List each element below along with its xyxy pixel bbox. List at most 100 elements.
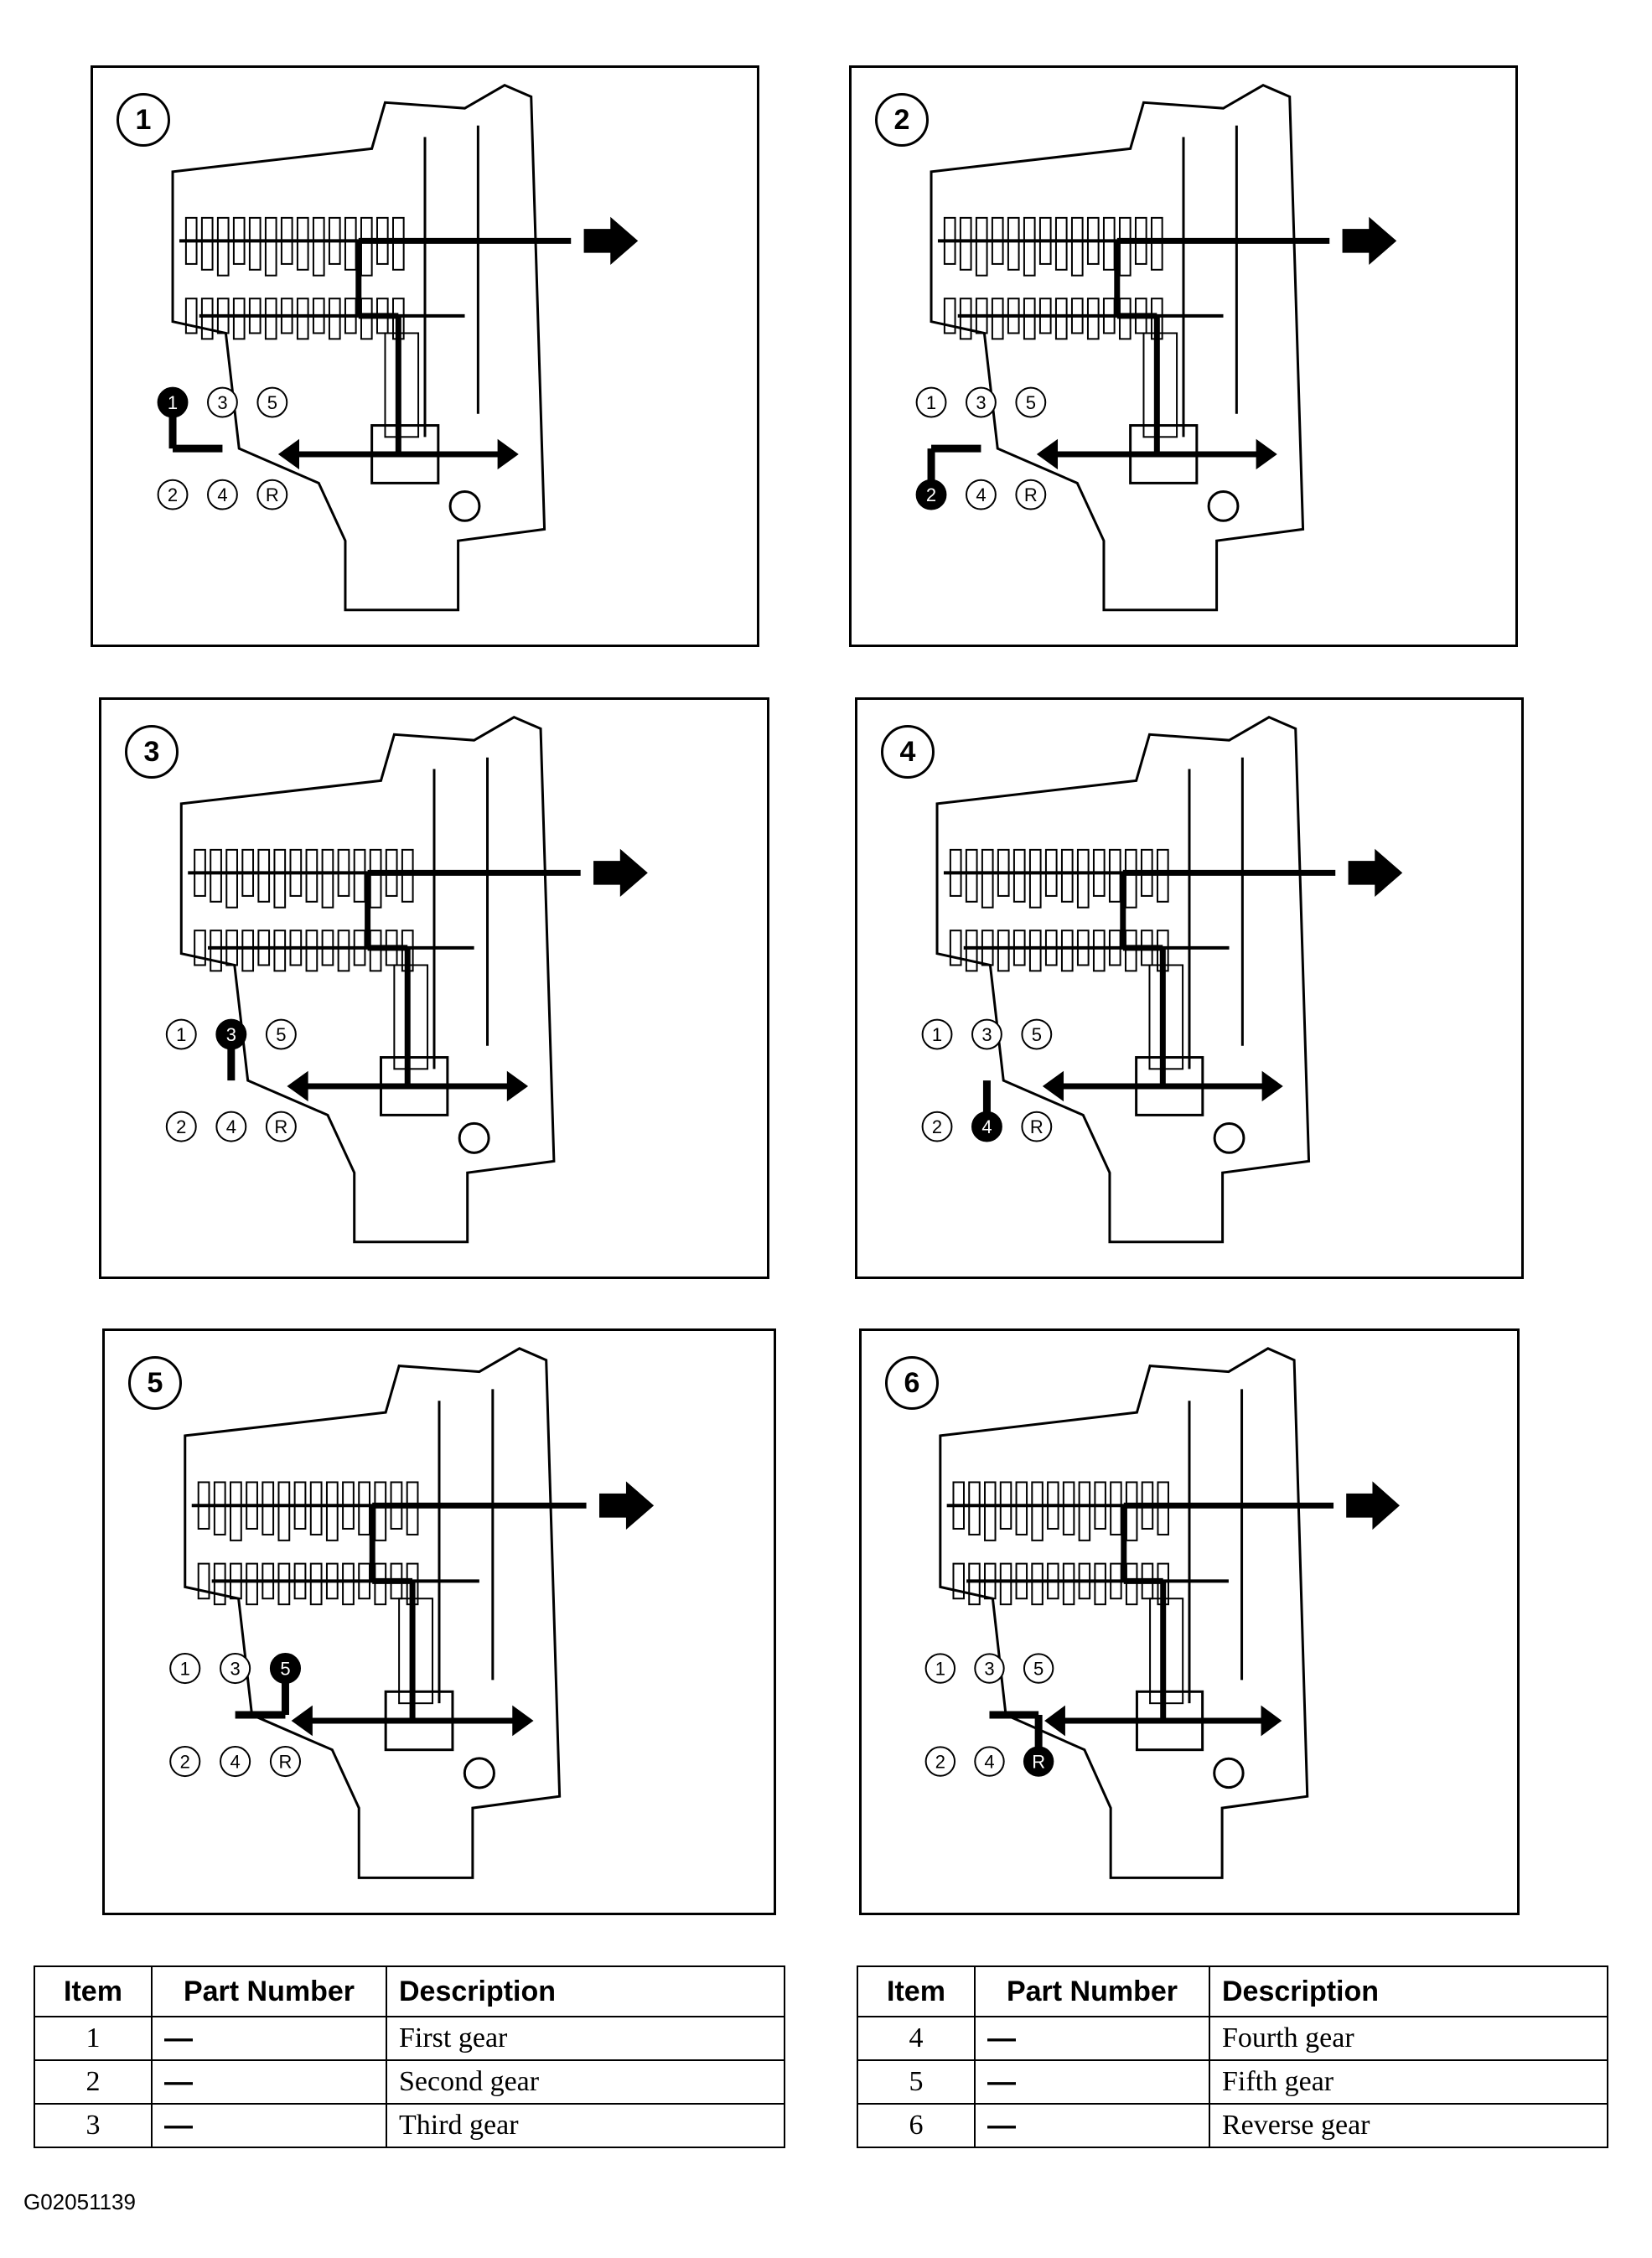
gear-tooth [305, 930, 318, 972]
gear-position-label: R [274, 1116, 287, 1137]
gear-cluster [197, 1481, 419, 1606]
panel-number-badge: 5 [128, 1356, 182, 1410]
gear-tooth [210, 930, 222, 972]
gear-position-label: 5 [276, 1024, 286, 1045]
gear-tooth [952, 1562, 965, 1600]
gear-tooth [1110, 1481, 1122, 1536]
gear-tooth [1054, 216, 1068, 271]
gear-position-label: 5 [1032, 1024, 1042, 1045]
gear-position-circle [269, 1652, 302, 1685]
gear-tooth [184, 298, 198, 334]
gear-position-circle [974, 1653, 1005, 1684]
gear-tooth [328, 298, 341, 340]
gear-tooth [344, 216, 357, 271]
drain-plug [1213, 1121, 1245, 1154]
gear-cluster [943, 216, 1163, 340]
gear-tooth [213, 1481, 226, 1536]
gear-tooth [230, 1481, 242, 1541]
gear-tooth [325, 1481, 339, 1541]
gear-cluster [194, 848, 414, 972]
gear-position-circle [220, 1652, 251, 1685]
gear-tooth [200, 298, 214, 340]
gear-tooth [1125, 1481, 1138, 1541]
gear-position-circle [921, 1018, 953, 1050]
gear-cluster [952, 1481, 1169, 1606]
gear-tooth [358, 1481, 371, 1536]
panel-number-badge: 6 [885, 1356, 939, 1410]
description-cell: Fourth gear [1209, 2016, 1608, 2061]
output-arrow-right-icon [506, 1070, 529, 1102]
gear-tooth [264, 216, 277, 277]
gear-position-label: 3 [217, 392, 227, 413]
housing-outline [179, 715, 556, 1244]
part-number-cell: — [151, 2016, 387, 2061]
gear-position-circle [966, 479, 997, 510]
gear-position-label: 4 [226, 1116, 236, 1137]
gear-tooth [991, 298, 1004, 340]
gear-position-label: 2 [935, 1752, 945, 1773]
gear-position-circle [265, 1018, 297, 1050]
gear-tooth [1012, 848, 1026, 903]
gear-tooth [999, 1562, 1012, 1606]
housing-outline [939, 1347, 1309, 1879]
gear-tooth [309, 1562, 323, 1606]
housing-outline [930, 83, 1305, 612]
gear-position-circle [215, 1018, 247, 1050]
gear-position-label: 5 [1033, 1659, 1044, 1680]
gear-position-circle [220, 1746, 251, 1778]
gear-position-circle [1023, 1746, 1054, 1777]
gear-position-circle [915, 386, 947, 418]
panel-number-badge: 2 [875, 93, 929, 147]
gear-position-circle [974, 1746, 1005, 1777]
table-row: 5 — Fifth gear [857, 2059, 1608, 2105]
gear-position-circle [1021, 1018, 1053, 1050]
panel-number-badge: 3 [125, 725, 179, 779]
gear-tooth [197, 1562, 210, 1600]
power-flow-path [1044, 1481, 1400, 1737]
table-row: 6 — Reverse gear [857, 2103, 1608, 2148]
gear-position-label: 5 [267, 392, 277, 413]
gear-position-label: 3 [984, 1659, 994, 1680]
gear-position-circle [165, 1111, 197, 1142]
housing-outline [171, 83, 546, 612]
gear-tooth [296, 298, 309, 340]
gear-position-circle [269, 1746, 302, 1778]
gear-tooth [968, 1562, 981, 1606]
power-flow-path [287, 848, 648, 1102]
table-row: 4 — Fourth gear [857, 2016, 1608, 2061]
gear-position-label: 4 [217, 484, 227, 505]
gear-tooth [1060, 848, 1074, 903]
gear-position-label: R [1032, 1752, 1045, 1773]
gear-tooth [305, 848, 318, 903]
gear-position-circle [207, 479, 238, 510]
gear-position-circle [1015, 386, 1047, 418]
gear-position-label: R [1024, 484, 1038, 505]
gear-tooth [337, 930, 350, 972]
gear-tooth [1031, 1481, 1044, 1541]
gear-position-circle [1023, 1653, 1054, 1684]
gear-position-label: 4 [984, 1752, 994, 1773]
gear-tooth [213, 1562, 226, 1606]
column-header-item: Item [857, 1965, 976, 2017]
gear-position-circle [1015, 479, 1047, 510]
output-arrow-left-icon [287, 1070, 308, 1102]
item-cell: 2 [34, 2059, 153, 2105]
gear-tooth [981, 848, 994, 909]
gear-tooth [232, 298, 246, 340]
column-header-item: Item [34, 1965, 153, 2017]
gear-position-circle [265, 1111, 297, 1142]
final-drive-gear [1142, 332, 1178, 438]
part-number-cell: — [974, 2103, 1210, 2148]
gear-tooth [959, 216, 972, 271]
gear-position-circle [971, 1018, 1002, 1050]
